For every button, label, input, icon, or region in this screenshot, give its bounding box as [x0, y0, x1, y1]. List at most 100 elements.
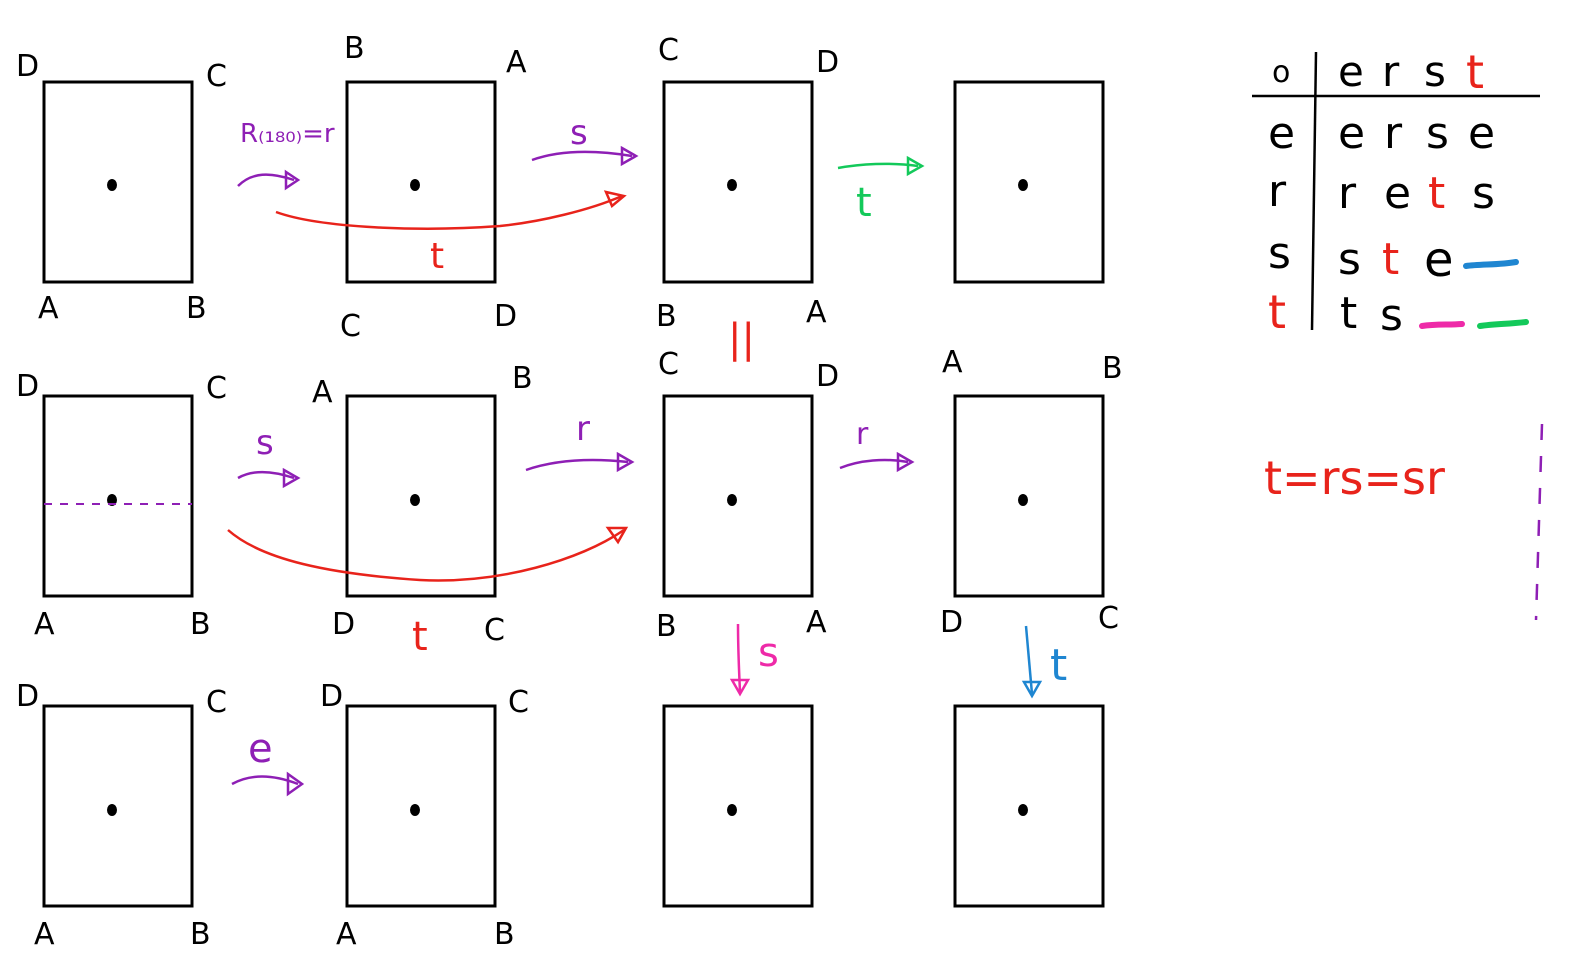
center-dot [1018, 179, 1028, 191]
rect-3-3 [662, 704, 814, 908]
arrow-s-down: s [729, 623, 779, 697]
corner-label-br: C [484, 613, 505, 648]
corner-label-tr: C [206, 685, 227, 720]
row-head: r [1268, 166, 1287, 217]
corner-label-tr: C [206, 59, 227, 94]
corner-label-bl: A [34, 917, 55, 952]
table-op: o [1272, 55, 1290, 90]
table-cell: e [1338, 108, 1365, 159]
arrowhead [896, 451, 915, 473]
arrow-label: r [576, 409, 590, 449]
corner-label-bl: A [38, 291, 59, 326]
arrow-s-row1: s [531, 113, 639, 167]
arrow-label: t [412, 614, 428, 660]
arrow-e: e [231, 726, 305, 797]
corner-label-tl: D [16, 369, 39, 404]
rect-2-4: A B D C [940, 345, 1123, 640]
table-cell: s [1426, 108, 1449, 159]
rectangle [662, 704, 814, 908]
arrow-t-red-row1: t [275, 190, 627, 277]
table-cell: e [1384, 168, 1411, 219]
arrowhead [729, 678, 751, 697]
center-dot [727, 804, 737, 816]
arrow-label: e [248, 726, 273, 772]
table-cell: t [1428, 168, 1445, 219]
corner-label-bl: A [336, 917, 357, 952]
table-header: s [1424, 47, 1446, 96]
row-head: s [1268, 228, 1291, 279]
rect-3-2: D C A B [320, 679, 529, 952]
corner-label-tr: A [506, 45, 527, 80]
corner-label-tr: B [1102, 351, 1123, 386]
corner-label-tl: A [942, 345, 963, 380]
arrow-label: r [856, 417, 869, 452]
rectangle [345, 80, 497, 284]
rect-1-2: B A C D [340, 31, 527, 344]
rectangle [42, 394, 194, 598]
row-head: e [1268, 108, 1295, 159]
arrowhead [284, 169, 301, 191]
arrow-label: t [856, 180, 872, 226]
arrow-shaft [231, 775, 299, 786]
arrowhead [282, 467, 301, 489]
corner-label-tr: B [512, 361, 533, 396]
arrowhead [616, 451, 635, 473]
rect-3-4 [953, 704, 1105, 908]
table-cell: t [1382, 234, 1399, 285]
arrow-shaft [839, 458, 909, 470]
rect-2-1: D C A B [16, 369, 227, 642]
center-dot [410, 179, 420, 191]
center-dot [410, 494, 420, 506]
corner-label-bl: A [34, 607, 55, 642]
rect-1-4 [953, 80, 1105, 284]
table-cell: r [1338, 168, 1357, 219]
table-vline [1310, 51, 1318, 331]
table-cell: e [1424, 232, 1454, 288]
corner-label-tr: D [816, 45, 839, 80]
arrow-label: t [1050, 640, 1067, 691]
corner-label-tl: D [16, 679, 39, 714]
row-2: D C A B A B D C C D B A A B D C [16, 345, 1123, 660]
rectangle [345, 704, 497, 908]
table-cell: e [1468, 108, 1495, 159]
corner-label-br: B [190, 917, 211, 952]
arrowhead [286, 771, 305, 797]
arrow-s-row2: s [237, 423, 301, 489]
center-dot [107, 179, 117, 191]
table-header: t [1466, 45, 1484, 99]
row-3: D C A B D C A B e s [16, 623, 1105, 952]
table-cell: s [1380, 290, 1403, 341]
arrow-shaft [237, 173, 295, 187]
arrow-r180: R₍₁₈₀₎=r [237, 119, 335, 191]
corner-label-bl: B [656, 299, 677, 334]
arrowhead [906, 155, 925, 177]
rectangle [42, 80, 194, 284]
rect-2-3: C D B A [656, 347, 839, 644]
table-cell: s [1338, 234, 1361, 285]
corner-label-tl: B [344, 31, 365, 66]
arrow-t-red-row2: t [227, 526, 629, 660]
row-1: D C A B B A C D C D B A R₍ [16, 31, 1105, 362]
corner-label-tr: C [206, 371, 227, 406]
center-dot [107, 804, 117, 816]
arrow-shaft [1024, 625, 1034, 695]
arrowhead [603, 190, 627, 209]
table-cell: r [1384, 108, 1403, 159]
table-cell: t [1340, 288, 1357, 339]
arrow-label: s [758, 630, 779, 676]
corner-label-bl: B [656, 609, 677, 644]
arrowhead [605, 526, 629, 545]
corner-label-tl: A [312, 375, 333, 410]
corner-label-br: B [494, 917, 515, 952]
corner-label-tl: D [320, 679, 343, 714]
arrow-label: R₍₁₈₀₎=r [240, 119, 335, 149]
cell-mark-green [1477, 319, 1529, 329]
rect-2-2: A B D C [312, 361, 533, 648]
cell-mark-blue [1463, 259, 1519, 269]
corner-label-tl: C [658, 347, 679, 382]
arrow-shaft [275, 194, 623, 230]
arrow-shaft [837, 162, 919, 170]
corner-label-br: A [806, 295, 827, 330]
rect-1-1: D C A B [16, 49, 227, 326]
corner-label-br: D [494, 299, 517, 334]
